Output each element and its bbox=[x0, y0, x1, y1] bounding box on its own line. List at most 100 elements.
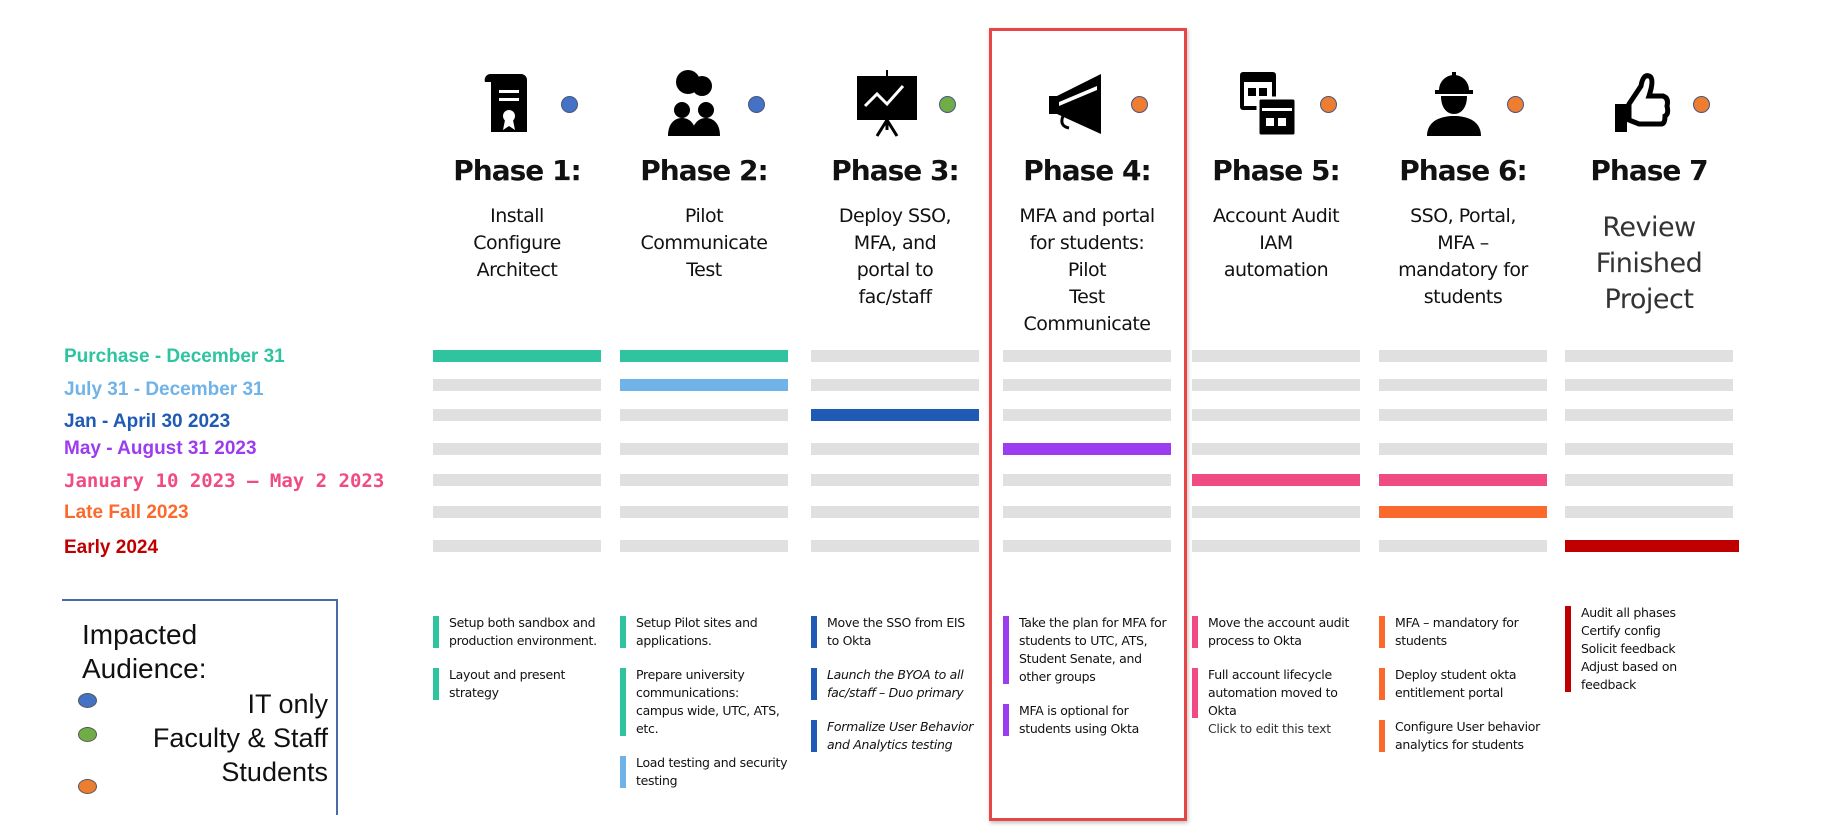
note-marker bbox=[1379, 720, 1385, 752]
audience-dot-icon bbox=[1131, 96, 1148, 113]
note-marker bbox=[620, 668, 626, 736]
note-item: Prepare university communications: campu… bbox=[620, 666, 788, 738]
phase-title: Phase 4: bbox=[1023, 154, 1151, 187]
legend-row: Early 2024 bbox=[64, 537, 159, 558]
note-marker bbox=[811, 616, 817, 648]
note-item: Layout and present strategy bbox=[433, 666, 601, 702]
audience-dot-icon bbox=[561, 96, 578, 113]
audience-dot-icon bbox=[1693, 96, 1710, 113]
phase-notes: Setup both sandbox and production enviro… bbox=[433, 614, 601, 718]
timeline-bar-empty bbox=[1565, 443, 1733, 455]
audience-dot-icon bbox=[748, 96, 765, 113]
note-marker bbox=[1565, 606, 1571, 692]
impacted-audience-box: Impacted Audience: IT only Faculty & Sta… bbox=[62, 599, 338, 815]
note-item: Load testing and security testing bbox=[620, 754, 788, 790]
note-marker bbox=[1192, 616, 1198, 648]
note-text: MFA is optional for students using Okta bbox=[1019, 703, 1139, 736]
timeline-bar-empty bbox=[620, 409, 788, 421]
timeline-bar-active bbox=[620, 350, 788, 362]
timeline-bar-empty bbox=[433, 443, 601, 455]
note-item: Audit all phases Certify config Solicit … bbox=[1565, 604, 1733, 694]
timeline-bar-active bbox=[1379, 506, 1547, 518]
presentation-chart-icon bbox=[851, 68, 921, 138]
note-text: Layout and present strategy bbox=[449, 667, 566, 700]
audience-item-faculty-staff: Faculty & Staff bbox=[78, 723, 328, 753]
timeline-bar-empty bbox=[1379, 540, 1547, 552]
timeline-bar-empty bbox=[1003, 379, 1171, 391]
timeline-bar-empty bbox=[1192, 409, 1360, 421]
timeline-bar-empty bbox=[1565, 379, 1733, 391]
timeline-bar-empty bbox=[811, 474, 979, 486]
phase-description: Review Finished Project bbox=[1595, 212, 1703, 315]
timeline-bar-empty bbox=[620, 506, 788, 518]
timeline-bar-empty bbox=[1379, 409, 1547, 421]
audience-dot-icon bbox=[939, 96, 956, 113]
timeline-bar-empty bbox=[1192, 443, 1360, 455]
timeline-bar-active bbox=[433, 350, 601, 362]
audience-dot-icon bbox=[1320, 96, 1337, 113]
green-dot-icon bbox=[78, 727, 97, 742]
note-item: Click to edit this text bbox=[1192, 720, 1360, 738]
legend-row: July 31 - December 31 bbox=[64, 379, 264, 400]
timeline-bar-active bbox=[1379, 474, 1547, 486]
legend-row: May - August 31 2023 bbox=[64, 438, 257, 459]
note-text: Move the SSO from EIS to Okta bbox=[827, 615, 965, 648]
timeline-bar-empty bbox=[1003, 474, 1171, 486]
timeline-bar-empty bbox=[433, 540, 601, 552]
timeline-bar-empty bbox=[433, 379, 601, 391]
note-marker bbox=[1003, 616, 1009, 684]
phase-title: Phase 3: bbox=[831, 154, 959, 187]
timeline-bar-empty bbox=[1192, 540, 1360, 552]
note-item: Setup Pilot sites and applications. bbox=[620, 614, 788, 650]
timeline-bar-empty bbox=[620, 540, 788, 552]
note-text: Formalize User Behavior and Analytics te… bbox=[827, 719, 974, 752]
note-item: Move the account audit process to Okta bbox=[1192, 614, 1360, 650]
phase-description: Account Audit IAM automation bbox=[1212, 205, 1340, 281]
note-item: Launch the BYOA to all fac/staff – Duo p… bbox=[811, 666, 979, 702]
timeline-bar-active bbox=[1003, 443, 1171, 455]
note-marker bbox=[1003, 704, 1009, 736]
phase-description: SSO, Portal, MFA – mandatory for student… bbox=[1398, 205, 1528, 308]
timeline-bar-empty bbox=[811, 443, 979, 455]
note-item: MFA – mandatory for students bbox=[1379, 614, 1547, 650]
audience-item-students: Students bbox=[78, 757, 328, 794]
phase-notes: Setup Pilot sites and applications. Prepa… bbox=[620, 614, 788, 806]
timeline-bar-empty bbox=[1192, 350, 1360, 362]
timeline-bar-empty bbox=[1003, 409, 1171, 421]
timeline-bar-empty bbox=[811, 379, 979, 391]
timeline-bar-empty bbox=[811, 350, 979, 362]
note-marker bbox=[811, 668, 817, 700]
note-marker bbox=[1379, 616, 1385, 648]
phase-description: Pilot Communicate Test bbox=[640, 205, 769, 281]
note-item: Configure User behavior analytics for st… bbox=[1379, 718, 1547, 754]
timeline-bar-active bbox=[1192, 474, 1360, 486]
timeline-bar-empty bbox=[1192, 379, 1360, 391]
phase-description: MFA and portal for students: Pilot Test … bbox=[1019, 205, 1155, 335]
note-text: Setup both sandbox and production enviro… bbox=[449, 615, 597, 648]
audience-title-line2: Audience: bbox=[82, 653, 207, 684]
note-text: Prepare university communications: campu… bbox=[636, 667, 780, 736]
note-text: Launch the BYOA to all fac/staff – Duo p… bbox=[827, 667, 964, 700]
legend-row: January 10 2023 – May 2 2023 bbox=[64, 470, 385, 492]
note-marker bbox=[620, 756, 626, 788]
timeline-bar-empty bbox=[1003, 540, 1171, 552]
timeline-bar-empty bbox=[433, 506, 601, 518]
phase-title: Phase 5: bbox=[1212, 154, 1340, 187]
note-item: Setup both sandbox and production enviro… bbox=[433, 614, 601, 650]
audience-label: IT only bbox=[247, 689, 328, 719]
note-item: Formalize User Behavior and Analytics te… bbox=[811, 718, 979, 754]
blue-dot-icon bbox=[78, 693, 97, 708]
note-item: Move the SSO from EIS to Okta bbox=[811, 614, 979, 650]
timeline-bar-empty bbox=[811, 540, 979, 552]
note-item: Deploy student okta entitlement portal bbox=[1379, 666, 1547, 702]
phase-notes: Take the plan for MFA for students to UT… bbox=[1003, 614, 1171, 754]
audience-title-line1: Impacted bbox=[82, 619, 198, 650]
phase-title: Phase 7 bbox=[1590, 154, 1708, 187]
audience-label: Students bbox=[221, 757, 328, 787]
timeline-bar-empty bbox=[433, 474, 601, 486]
people-chat-icon bbox=[660, 68, 730, 138]
note-item: MFA is optional for students using Okta bbox=[1003, 702, 1171, 738]
phase-title: Phase 6: bbox=[1399, 154, 1527, 187]
legend-row: Jan - April 30 2023 bbox=[64, 411, 231, 432]
